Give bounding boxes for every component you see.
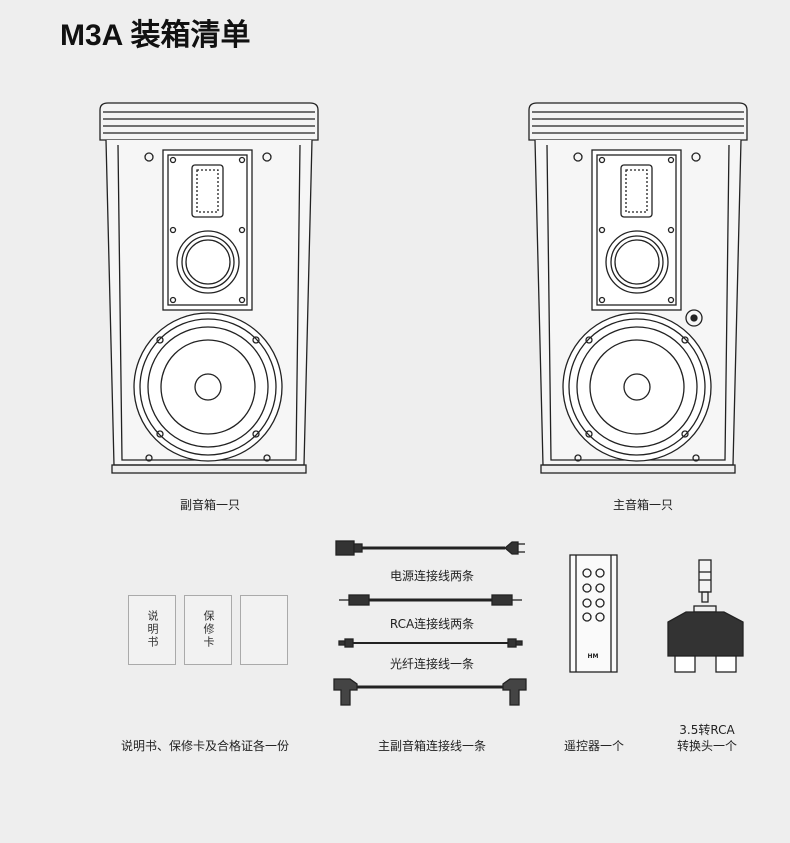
remote-drawing: HM: [569, 554, 618, 673]
certificate-card: [240, 595, 288, 665]
rca-cable-label: RCA连接线两条: [389, 617, 475, 631]
remote-brand-logo: HM: [588, 653, 599, 660]
active-speaker-label: 主音箱一只: [612, 498, 674, 512]
warranty-card: 保修卡: [184, 595, 232, 665]
speaker-link-cable-drawing: [333, 678, 527, 706]
adapter-label-line2: 转换头一个: [676, 739, 738, 753]
active-speaker-drawing: [528, 102, 748, 474]
optical-cable-drawing: [338, 638, 523, 648]
remote-label: 遥控器一个: [563, 739, 625, 753]
passive-speaker-label: 副音箱一只: [179, 498, 241, 512]
optical-cable-label: 光纤连接线一条: [389, 657, 475, 671]
warranty-card-text: 保修卡: [202, 610, 215, 649]
power-cable-drawing: [335, 540, 525, 556]
manual-card-text: 说明书: [146, 610, 159, 649]
page-title: M3A 装箱清单: [60, 19, 251, 52]
adapter-drawing: [667, 559, 744, 673]
manual-card: 说明书: [128, 595, 176, 665]
power-cable-label: 电源连接线两条: [389, 569, 475, 583]
rca-cable-drawing: [339, 594, 522, 606]
adapter-label-line1: 3.5转RCA: [679, 723, 735, 737]
passive-speaker-drawing: [99, 102, 319, 474]
speaker-link-cable-label: 主副音箱连接线一条: [377, 739, 487, 753]
documents-label: 说明书、保修卡及合格证各一份: [120, 739, 290, 753]
